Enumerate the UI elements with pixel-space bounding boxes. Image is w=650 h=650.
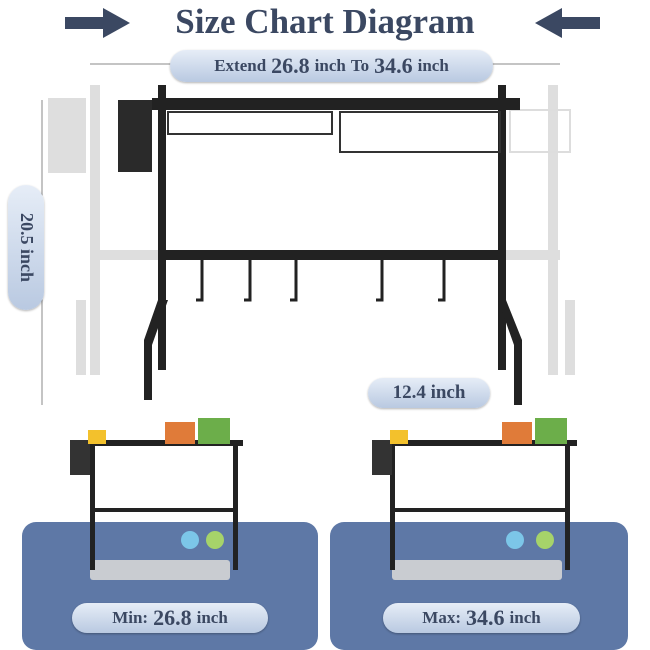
extend-unit2: inch xyxy=(417,56,449,75)
extend-unit1: inch xyxy=(314,56,346,75)
extend-max: 34.6 xyxy=(374,53,413,78)
left-basket xyxy=(167,111,333,135)
utensil-holder xyxy=(118,100,152,172)
rack-frame xyxy=(118,85,522,405)
max-unit: inch xyxy=(509,608,541,627)
extend-to: To xyxy=(350,56,370,75)
height-label-pill: 20.5 inch xyxy=(8,185,44,310)
arrow-right-icon xyxy=(65,8,130,38)
min-unit: inch xyxy=(196,608,228,627)
max-width-label: Max: 34.6 inch xyxy=(383,603,580,633)
hooks xyxy=(196,260,446,302)
depth-label: 12.4 inch xyxy=(368,378,490,408)
min-prefix: Min: xyxy=(112,608,149,627)
max-prefix: Max: xyxy=(422,608,462,627)
extend-prefix: Extend xyxy=(214,56,267,75)
height-label: 20.5 inch xyxy=(16,212,37,283)
arrow-left-icon xyxy=(535,8,600,38)
page-title: Size Chart Diagram xyxy=(175,2,475,41)
min-width-label: Min: 26.8 inch xyxy=(72,603,268,633)
right-basket xyxy=(339,111,501,153)
min-value: 26.8 xyxy=(153,605,192,630)
extend-range-label: Extend 26.8 inch To 34.6 inch xyxy=(170,50,493,82)
extend-min: 26.8 xyxy=(271,53,310,78)
max-value: 34.6 xyxy=(466,605,505,630)
